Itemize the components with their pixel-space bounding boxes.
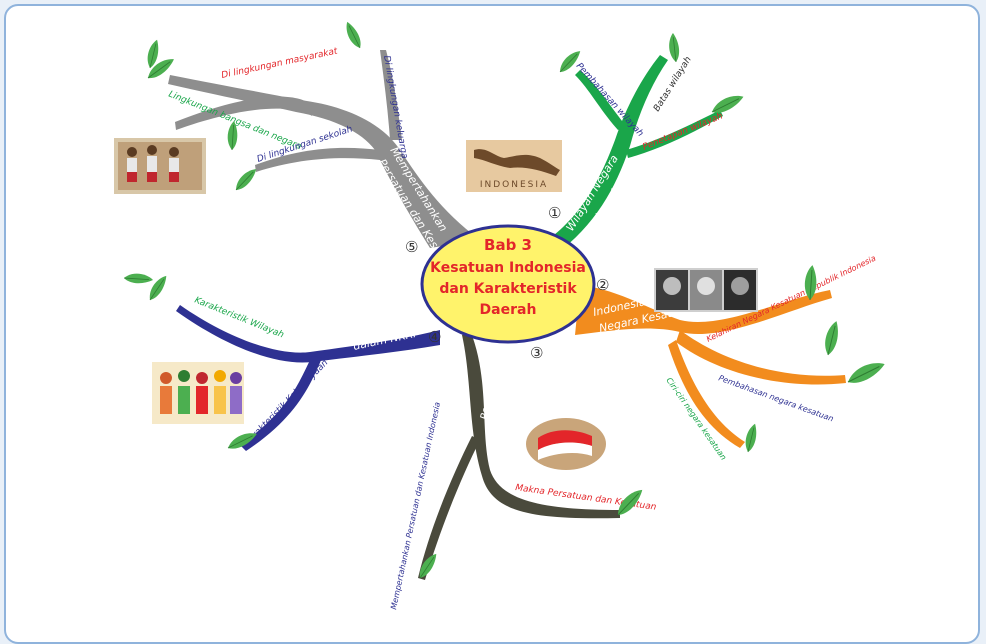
center-title-line1: Bab 3: [484, 236, 532, 254]
center-title-line3: dan Karakteristik: [439, 281, 577, 297]
branch-4-sub1: Karakteristik Wilayah: [193, 296, 286, 341]
photo-culture: [152, 362, 244, 424]
branch-2-number: ②: [596, 276, 609, 294]
map-caption: INDONESIA: [480, 180, 548, 190]
leaf-icon: [123, 268, 155, 290]
leaf-icon: [845, 360, 888, 385]
branch-1-number: ①: [548, 204, 561, 222]
branch-1: Wilayah Negara Indonesia Pembahasan wila…: [540, 55, 725, 255]
branch-3-number: ③: [530, 344, 543, 362]
leaf-icon: [344, 19, 362, 51]
branch-3-sub1: Mempertahankan Persatuan dan Kesatuan In…: [389, 401, 442, 610]
branch-5-number: ⑤: [405, 238, 418, 256]
center-title-line4: Daerah: [480, 302, 537, 318]
branch-4-number: ④: [428, 328, 441, 346]
center-title-line2: Kesatuan Indonesia: [430, 260, 586, 276]
photo-founders: [654, 268, 758, 312]
branch-5: Mempertahankan Persatuan dan Kesatuan Di…: [167, 46, 480, 277]
leaf-icon: [817, 319, 847, 357]
mind-map: Mempertahankan Persatuan dan Kesatuan Di…: [114, 19, 888, 610]
photo-flag: [526, 418, 606, 470]
leaf-icon: [665, 32, 683, 63]
branch-1-sub3: Penetapan wilayah: [641, 111, 724, 152]
photo-indonesia-map: INDONESIA: [466, 140, 562, 192]
center-node: Bab 3 Kesatuan Indonesia dan Karakterist…: [420, 224, 596, 344]
branch-5-sub1: Di lingkungan masyarakat: [221, 46, 339, 80]
leaf-icon: [709, 93, 746, 115]
leaf-icon: [738, 422, 764, 454]
photo-students: [114, 138, 206, 194]
